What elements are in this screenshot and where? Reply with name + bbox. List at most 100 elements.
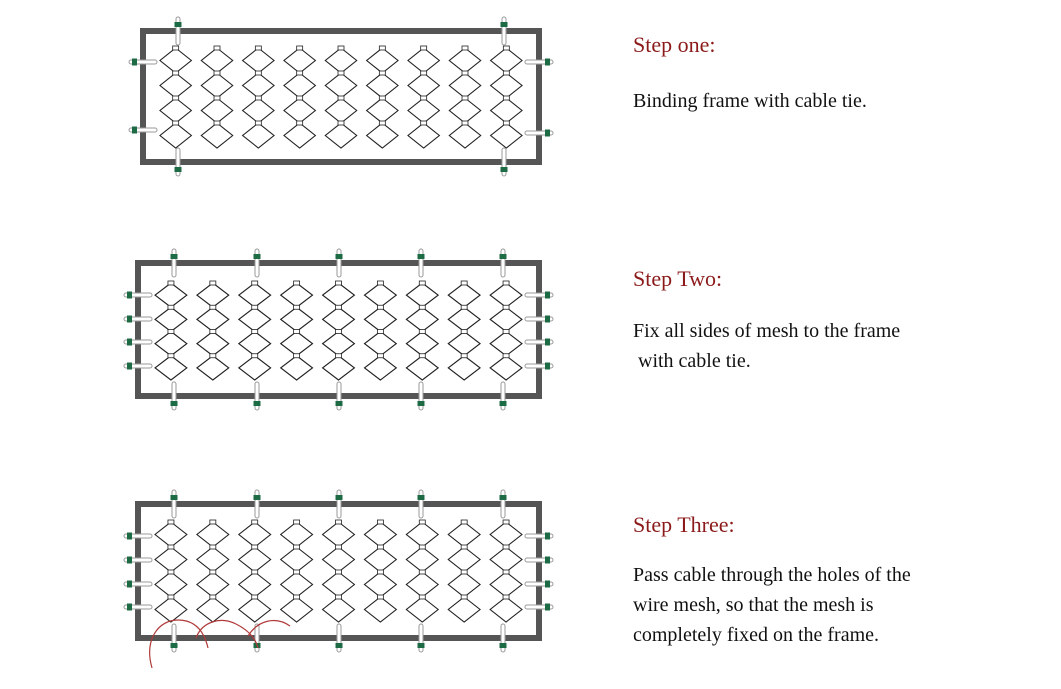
mesh-diamond (321, 330, 356, 357)
mesh-diamond (321, 355, 356, 381)
mesh-ferrule (502, 95, 510, 101)
mesh-ferrule (296, 45, 304, 51)
cable-tie-head (170, 495, 178, 500)
mesh-diamond (448, 122, 482, 149)
step-description-line: wire mesh, so that the mesh is (633, 594, 874, 617)
mesh-ferrule (335, 329, 342, 334)
mesh-ferrule (376, 519, 384, 525)
mesh-ferrule (335, 569, 342, 575)
mesh-diamond (407, 72, 441, 99)
mesh-ferrule (378, 45, 386, 51)
mesh-diamond (407, 122, 441, 149)
cable-tie (499, 248, 507, 278)
mesh-ferrule (502, 304, 510, 310)
step-one-text: Step one: Binding frame with cable tie. (633, 32, 1033, 116)
mesh-diamond (363, 571, 398, 598)
mesh-diamond (279, 282, 314, 308)
cable-tie-strap (254, 248, 260, 278)
cable-tie-head (253, 401, 261, 406)
mesh-diamond (154, 546, 188, 573)
mesh-diamond (365, 47, 399, 74)
mesh-diamond (196, 571, 230, 598)
mesh-ferrule (209, 353, 217, 359)
mesh-diamond (407, 97, 441, 124)
mesh-diamond (365, 122, 399, 149)
cable-tie-head (500, 167, 508, 172)
cable-tie-head (417, 401, 425, 406)
mesh-diamond (283, 47, 317, 74)
mesh-ferrule (251, 304, 259, 310)
mesh-ferrule (167, 594, 175, 600)
mesh-ferrule (251, 594, 259, 600)
mesh-ferrule (335, 544, 342, 550)
mesh-ferrule (502, 329, 510, 334)
mesh-diamond (279, 355, 314, 381)
mesh-ferrule (461, 45, 469, 51)
mesh-diamond (154, 521, 188, 548)
mesh-ferrule (209, 280, 217, 286)
mesh-diamond (154, 282, 188, 308)
cable-tie (123, 291, 153, 299)
cable-tie-head (499, 254, 507, 259)
mesh-ferrule (213, 95, 221, 101)
mesh-diamond (159, 122, 193, 149)
mesh-diamond (159, 72, 193, 99)
mesh-diamond (154, 306, 188, 333)
cable-tie (174, 16, 182, 46)
cable-tie-strap (500, 248, 506, 278)
mesh-ferrule (337, 45, 345, 51)
mesh-diamond (159, 47, 193, 74)
cable-tie (170, 489, 178, 519)
wire-mesh (154, 280, 523, 381)
mesh-diamond (200, 47, 234, 74)
mesh-diamond (154, 596, 188, 623)
cable-tie (524, 338, 554, 346)
mesh-ferrule (251, 329, 259, 334)
cable-tie (524, 291, 554, 299)
cable-tie (123, 603, 153, 611)
cable-loop (247, 619, 291, 637)
mesh-diamond (241, 47, 275, 74)
mesh-diamond (196, 282, 230, 308)
mesh-diamond (489, 571, 523, 598)
mesh-ferrule (378, 95, 386, 101)
mesh-ferrule (418, 329, 426, 334)
mesh-diamond (196, 330, 230, 357)
mesh-ferrule (502, 569, 510, 575)
mesh-diamond (237, 355, 272, 381)
mesh-ferrule (376, 304, 384, 310)
mesh-ferrule (418, 304, 426, 310)
cable-tie-head (127, 556, 132, 564)
mesh-ferrule (460, 519, 468, 525)
mesh-ferrule (337, 95, 345, 101)
mesh-ferrule (293, 569, 301, 575)
cable-tie-head (545, 58, 550, 66)
mesh-ferrule (296, 120, 304, 126)
cable-tie (524, 556, 554, 564)
cable-tie-strap (175, 16, 181, 46)
cable-tie-head (132, 58, 137, 66)
mesh-diamond (365, 97, 399, 124)
mesh-ferrule (460, 594, 468, 600)
mesh-ferrule (502, 594, 510, 600)
cable-tie (253, 489, 261, 519)
cable-tie-strap (336, 489, 342, 519)
mesh-ferrule (254, 95, 262, 101)
cable-tie-strap (254, 489, 260, 519)
mesh-diamond (279, 330, 314, 357)
cable-tie-head (500, 22, 508, 27)
mesh-diamond (237, 546, 272, 573)
mesh-ferrule (418, 353, 426, 359)
mesh-diamond (321, 521, 356, 548)
mesh-diamond (489, 72, 523, 99)
mesh-diamond (324, 47, 358, 74)
step-title: Step Three: (633, 512, 735, 537)
mesh-diamond (405, 571, 440, 598)
mesh-ferrule (251, 569, 259, 575)
mesh-diamond (200, 97, 234, 124)
cable-tie (335, 381, 343, 411)
mesh-diamond (196, 596, 230, 623)
mesh-ferrule (167, 280, 175, 286)
cable-tie-head (253, 495, 261, 500)
